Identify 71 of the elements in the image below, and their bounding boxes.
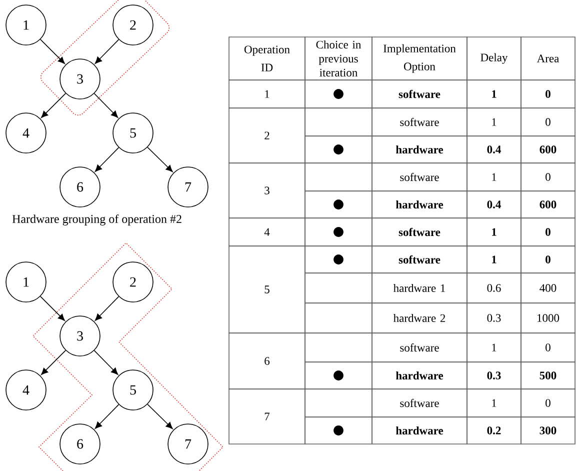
table-cell: 500	[520, 362, 576, 390]
table-cell: software	[372, 218, 468, 246]
header-cell: Operation ID	[228, 36, 306, 80]
table-cell: 1	[466, 388, 522, 418]
table-cell: 0.4	[466, 190, 522, 218]
table-cell: 0	[520, 332, 576, 362]
table-cell: 1	[466, 246, 522, 274]
table-cell: 1	[228, 80, 306, 108]
arrow	[94, 404, 120, 429]
arrow	[41, 93, 66, 118]
arrow	[94, 296, 120, 321]
table-cell: ●	[304, 136, 372, 164]
table-cell: 400	[520, 272, 576, 304]
table-cell: 600	[520, 190, 576, 218]
table-cell: hardware	[372, 416, 468, 444]
table-cell: 3	[228, 162, 306, 218]
table-cell: 1	[466, 162, 522, 192]
table-cell: 0.2	[466, 416, 522, 444]
table-cell: hardware 1	[372, 272, 468, 304]
table-cell: 4	[228, 218, 306, 246]
table-cell: 7	[228, 388, 306, 444]
table-cell: ●	[304, 362, 372, 390]
table-cell: hardware 2	[372, 302, 468, 334]
table-cell: 300	[520, 416, 576, 444]
table-cell: 0.4	[466, 136, 522, 164]
table-cell: hardware	[372, 362, 468, 390]
header-cell: Delay	[466, 36, 522, 80]
header-cell: Area	[520, 36, 576, 80]
table-cell: 0	[520, 246, 576, 274]
table-cell: 6	[228, 332, 306, 390]
arrow	[41, 350, 66, 375]
table-cell: 0	[520, 388, 576, 418]
table-cell: 5	[228, 246, 306, 334]
table-cell: software	[372, 388, 468, 418]
table-cell: 0.3	[466, 362, 522, 390]
table-cell: 0	[520, 162, 576, 192]
arrow	[94, 147, 120, 172]
table-cell: 600	[520, 136, 576, 164]
table-cell: hardware	[372, 190, 468, 218]
table-cell: 0	[520, 108, 576, 136]
table-cell: 0	[520, 218, 576, 246]
table-cell: 1	[466, 108, 522, 136]
arrow	[147, 146, 173, 172]
table-cell: ●	[304, 80, 372, 108]
table-cell: ●	[304, 416, 372, 444]
arrow	[94, 93, 118, 118]
table-cell: software	[372, 332, 468, 362]
arrow	[147, 404, 173, 430]
table-cell: software	[372, 246, 468, 274]
table-cell: software	[372, 162, 468, 192]
arrow	[94, 39, 120, 64]
table-cell: 1	[466, 218, 522, 246]
arrow	[94, 350, 118, 375]
table-cell: hardware	[372, 136, 468, 164]
table-cell: ●	[304, 190, 372, 218]
table-cell: ●	[304, 246, 372, 274]
table-cell: software	[372, 80, 468, 108]
table-cell: ●	[304, 218, 372, 246]
table-cell: 0.6	[466, 272, 522, 304]
arrow	[40, 39, 65, 64]
table-cell: 1	[466, 332, 522, 362]
arrow	[40, 296, 65, 321]
table-cell: 0.3	[466, 302, 522, 334]
caption: Hardware grouping of operation #2	[12, 214, 182, 226]
header-cell: Choice in previous iteration	[304, 36, 372, 80]
table-cell: 2	[228, 108, 306, 164]
table-cell: 1000	[520, 302, 576, 334]
header-cell: Implementation Option	[372, 36, 468, 80]
table-cell: software	[372, 108, 468, 136]
table-cell: 1	[466, 80, 522, 108]
table-cell: 0	[520, 80, 576, 108]
